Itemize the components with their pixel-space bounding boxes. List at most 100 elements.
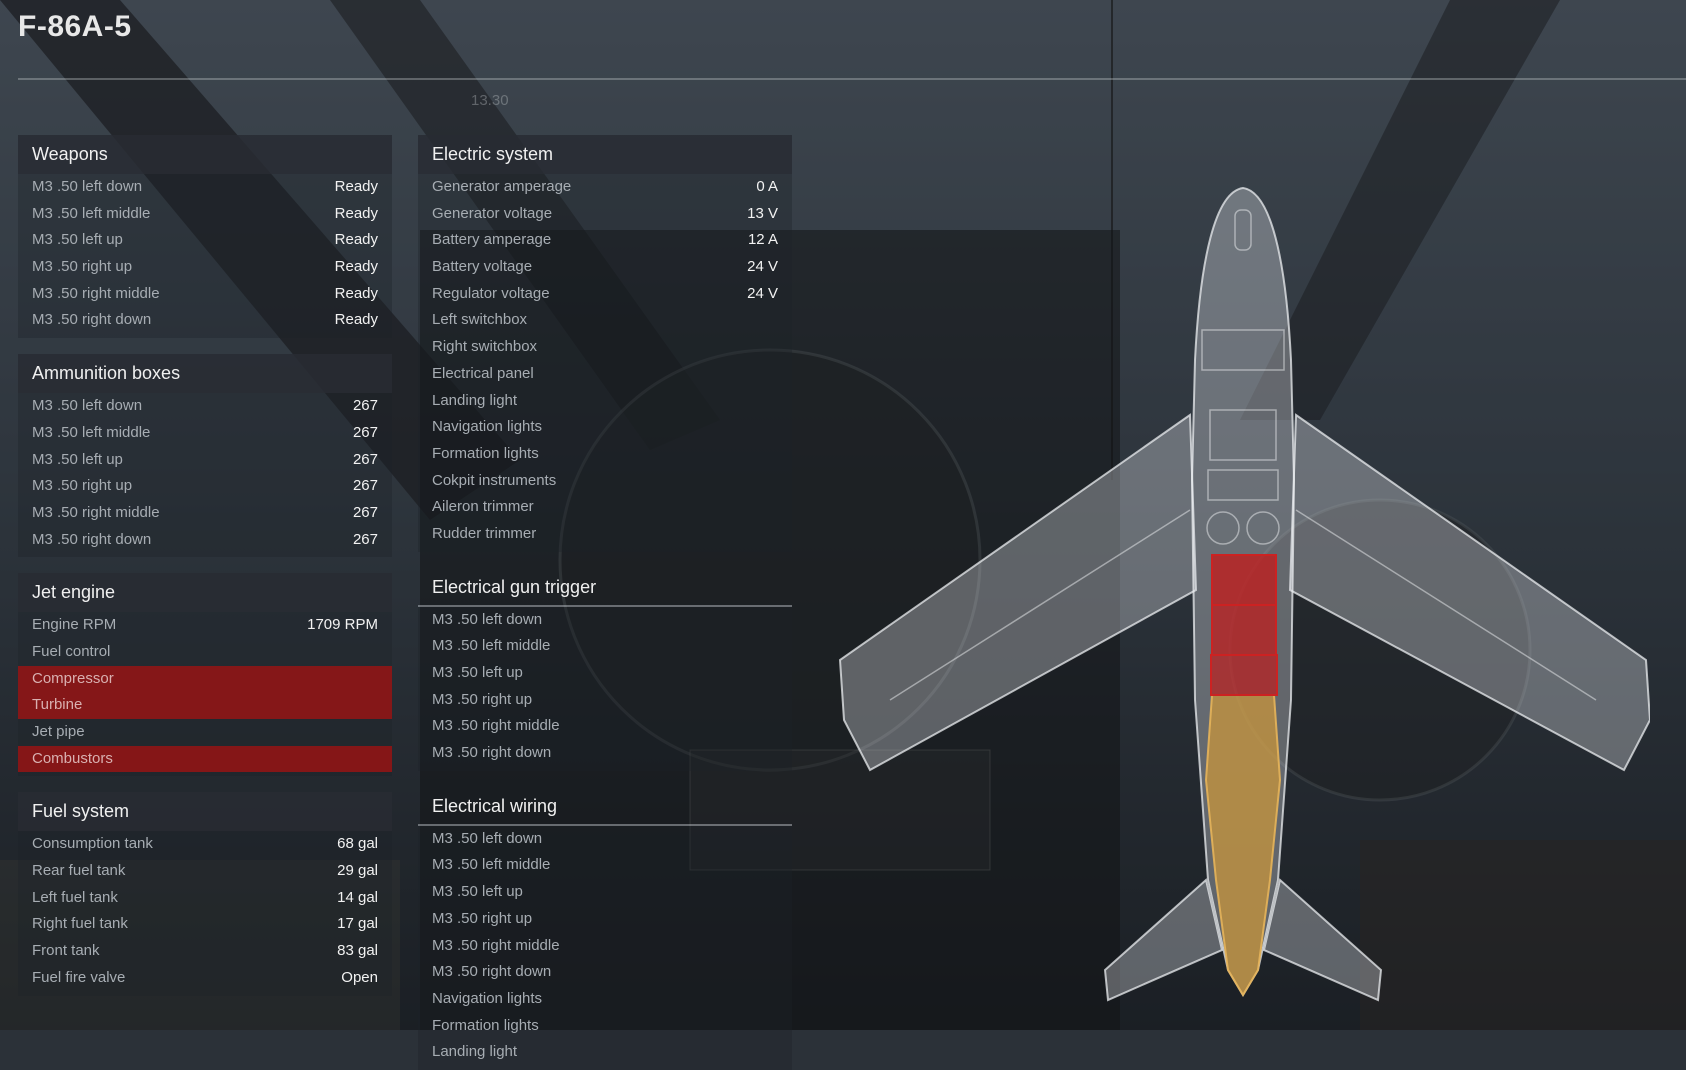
- status-label: M3 .50 right down: [32, 530, 152, 548]
- compressor-damaged: [1211, 554, 1277, 606]
- status-row: M3 .50 right down: [418, 959, 792, 986]
- status-row: Formation lights: [418, 1013, 792, 1040]
- status-value: 267: [352, 423, 378, 441]
- status-label: Combustors: [32, 749, 113, 767]
- status-row: M3 .50 left up: [418, 879, 792, 906]
- status-row: Right switchbox: [418, 334, 792, 361]
- status-label: Landing light: [432, 1043, 518, 1061]
- status-row: M3 .50 left up: [418, 660, 792, 687]
- section-gap: [418, 552, 792, 568]
- status-label: M3 .50 left up: [432, 883, 523, 901]
- status-value: 0 A: [756, 178, 778, 195]
- status-label: Rear fuel tank: [32, 862, 126, 880]
- status-value: Ready: [334, 231, 378, 249]
- status-row: M3 .50 right middle: [418, 933, 792, 960]
- status-label: Cokpit instruments: [432, 471, 557, 489]
- status-row: M3 .50 left middle: [418, 852, 792, 879]
- section-header: Jet engine: [18, 573, 392, 613]
- status-value: 83 gal: [337, 942, 378, 960]
- status-value: 1709 RPM: [307, 616, 378, 634]
- status-label: M3 .50 right up: [432, 909, 533, 927]
- status-label: Regulator voltage: [432, 284, 550, 302]
- status-label: Battery voltage: [432, 258, 533, 276]
- status-label: Electrical panel: [432, 364, 534, 382]
- status-value: 267: [352, 450, 378, 468]
- status-row: Front tank 83 gal: [18, 938, 392, 965]
- cockpit-background: [0, 0, 1686, 1030]
- status-label: Generator voltage: [432, 204, 553, 222]
- status-row: Combustors: [18, 745, 392, 773]
- status-row: Engine RPM 1709 RPM: [18, 612, 392, 639]
- status-label: M3 .50 right down: [432, 963, 552, 981]
- status-label: Jet pipe: [32, 723, 85, 740]
- status-row: M3 .50 right up: [418, 906, 792, 933]
- status-label: M3 .50 right middle: [32, 503, 160, 521]
- status-label: M3 .50 left up: [32, 231, 123, 249]
- section-header: Electrical gun trigger: [418, 568, 792, 607]
- status-value: Ready: [334, 311, 378, 329]
- section-rows: M3 .50 left down M3 .50 left middle M3 .50…: [418, 825, 792, 1070]
- status-label: Navigation lights: [432, 989, 543, 1007]
- status-label: Left fuel tank: [32, 888, 118, 906]
- status-value: 68 gal: [337, 835, 378, 853]
- status-label: Engine RPM: [32, 616, 117, 634]
- status-row: M3 .50 right down: [418, 740, 792, 767]
- status-label: M3 .50 right up: [32, 477, 133, 495]
- status-row: M3 .50 left down: [418, 607, 792, 634]
- turbine-damaged: [1211, 604, 1277, 656]
- left-stabilizer: [1103, 878, 1224, 1002]
- section-gap: [418, 771, 792, 787]
- section-gap: [18, 338, 392, 354]
- status-row: Left switchbox: [418, 307, 792, 334]
- status-label: M3 .50 right up: [32, 258, 133, 276]
- status-row: M3 .50 left down: [418, 826, 792, 853]
- section-header: Ammunition boxes: [18, 354, 392, 394]
- status-row: M3 .50 right up Ready: [18, 254, 392, 281]
- section-header: Electrical wiring: [418, 787, 792, 826]
- status-row: Formation lights: [418, 441, 792, 468]
- status-row: M3 .50 left up Ready: [18, 227, 392, 254]
- status-label: M3 .50 right up: [432, 690, 533, 708]
- status-label: Navigation lights: [432, 418, 543, 436]
- status-row: Electrical panel: [418, 361, 792, 388]
- status-label: M3 .50 left down: [32, 178, 143, 195]
- status-label: M3 .50 right middle: [432, 717, 560, 735]
- status-row: Rear fuel tank 29 gal: [18, 858, 392, 885]
- status-row: Navigation lights: [418, 986, 792, 1013]
- status-label: M3 .50 left down: [432, 829, 543, 847]
- status-label: M3 .50 left down: [432, 610, 543, 628]
- status-label: M3 .50 right middle: [32, 284, 160, 302]
- status-row: Turbine: [18, 692, 392, 719]
- status-label: Right fuel tank: [32, 915, 128, 933]
- status-value: Ready: [334, 258, 378, 276]
- status-row: Landing light: [418, 388, 792, 415]
- status-label: Front tank: [32, 942, 100, 960]
- status-row: Jet pipe: [18, 719, 392, 746]
- status-row: Fuel control: [18, 639, 392, 666]
- status-label: Left switchbox: [432, 311, 528, 329]
- status-value: 12 A: [747, 231, 778, 249]
- status-value: 29 gal: [337, 862, 378, 880]
